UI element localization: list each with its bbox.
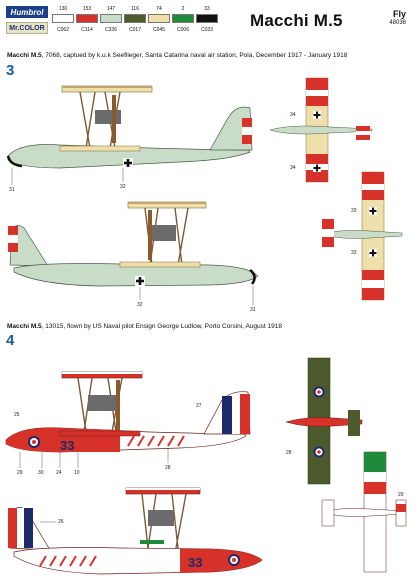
- callout: 29: [17, 470, 23, 476]
- paint-swatch: [76, 14, 98, 23]
- callout: 28: [165, 465, 171, 471]
- paint-humbrol-code: 74: [156, 6, 162, 12]
- paint-humbrol-code: 147: [106, 6, 116, 12]
- callout: 34: [290, 112, 296, 118]
- callout: 34: [290, 165, 296, 171]
- paint-humbrol-code: 130: [58, 6, 68, 12]
- hull-code-right: 33: [188, 555, 202, 570]
- paint-swatch: [172, 14, 194, 23]
- paint-swatch: [196, 14, 218, 23]
- paint-humbrol-code: 153: [82, 6, 92, 12]
- paint-swatch: [52, 14, 74, 23]
- mrcolor-logo: Mr.COLOR: [6, 22, 48, 34]
- kit-number: 48036: [389, 20, 406, 26]
- paint-mrcolor-code: C114: [81, 27, 93, 33]
- scheme3-caption: Macchi M.5, 7068, captued by k.u.k Seefl…: [7, 52, 348, 59]
- scheme4-caption: Macchi M.5, 13015, flown by US Naval pil…: [7, 323, 282, 330]
- scheme3-number: 3: [6, 62, 15, 79]
- callout: 27: [196, 403, 202, 409]
- callout: 31: [9, 187, 15, 193]
- paint-mrcolor-code: C033: [201, 27, 213, 33]
- paint-mrcolor-code: C017: [129, 27, 141, 33]
- callout: 30: [38, 470, 44, 476]
- callout: 32: [137, 302, 143, 308]
- callout: 28: [286, 450, 292, 456]
- callout: 33: [351, 208, 357, 214]
- paint-swatch: [100, 14, 122, 23]
- callout: 25: [14, 412, 20, 418]
- callout: 10: [74, 470, 80, 476]
- publisher-logo: Fly 48036: [389, 9, 406, 27]
- hull-code: 33: [60, 438, 74, 453]
- page-title: Macchi M.5: [250, 11, 343, 30]
- callout: 32: [120, 184, 126, 190]
- paint-mrcolor-code: C006: [177, 27, 189, 33]
- callout: 29: [398, 492, 404, 498]
- callout: 31: [250, 307, 256, 313]
- paint-mrcolor-code: C045: [153, 27, 165, 33]
- paint-humbrol-code: 116: [131, 6, 139, 12]
- humbrol-logo: Humbrol: [6, 6, 48, 18]
- callout: 26: [58, 519, 64, 525]
- paint-swatch: [148, 14, 170, 23]
- paint-humbrol-code: 33: [204, 6, 210, 12]
- paint-swatch: [124, 14, 146, 23]
- paint-humbrol-code: 2: [181, 6, 185, 12]
- scheme4-number: 4: [6, 332, 15, 349]
- paint-mrcolor-code: C062: [57, 27, 69, 33]
- callout: 24: [56, 470, 62, 476]
- paint-mrcolor-code: C336: [105, 27, 117, 33]
- callout: 33: [351, 250, 357, 256]
